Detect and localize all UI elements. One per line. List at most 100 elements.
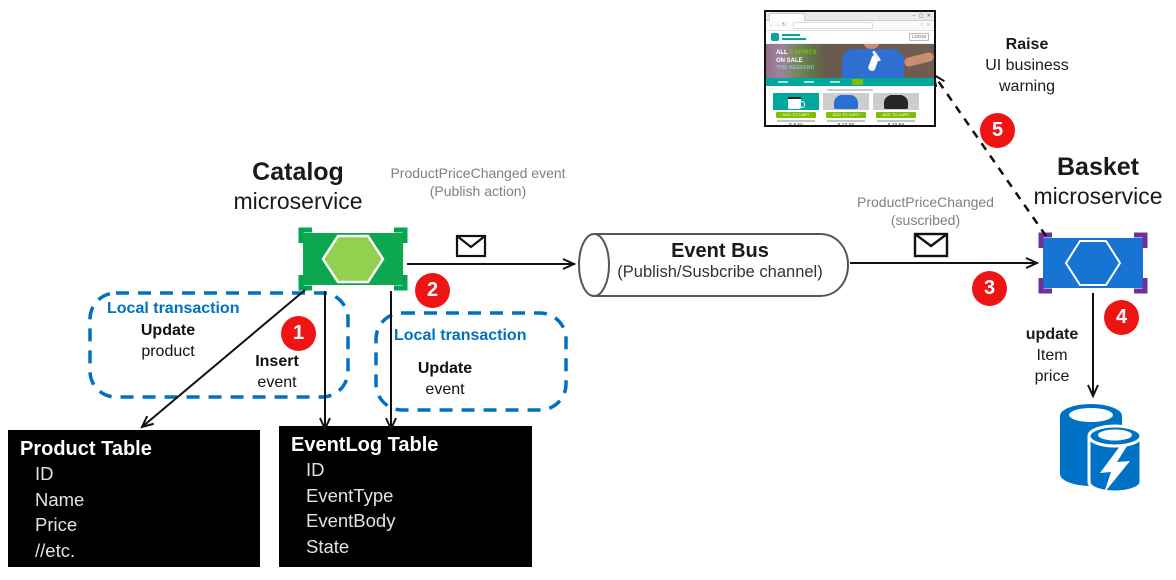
product-name-line bbox=[827, 119, 865, 122]
update-verb: Update bbox=[140, 322, 196, 339]
message-icon bbox=[455, 234, 487, 258]
update-object: product bbox=[141, 343, 195, 360]
table-row: Name bbox=[35, 488, 85, 510]
basket-title: Basket bbox=[1057, 153, 1139, 181]
lightning-bolt-icon bbox=[1100, 446, 1130, 493]
browser-menu-icons: ☆ ≡ bbox=[919, 22, 931, 28]
back-cylinder-opening bbox=[1069, 408, 1113, 422]
table-row: Price bbox=[35, 514, 78, 535]
table-row: //etc. bbox=[35, 539, 76, 561]
hero-arm-shape bbox=[903, 51, 934, 68]
catalog-container-icon bbox=[298, 227, 408, 291]
raise-line2: UI business bbox=[985, 57, 1069, 74]
bracket-corner bbox=[1038, 278, 1052, 294]
product-image-blue-hoodie bbox=[823, 93, 869, 110]
step-badge-4: 4 bbox=[1104, 300, 1139, 335]
basket-container-icon bbox=[1038, 232, 1148, 294]
login-button: LOGIN bbox=[908, 33, 929, 41]
update-price-line3: price bbox=[1034, 368, 1070, 385]
hero-banner: ALL T-SHIRTS ON SALE THIS WEEKEND bbox=[766, 44, 934, 78]
bracket-corner bbox=[298, 275, 312, 291]
basket-service-label: Basket microservice bbox=[1017, 153, 1176, 211]
publish-event-line1: ProductPriceChanged event bbox=[390, 165, 566, 181]
add-to-cart-button: ADD TO CART bbox=[776, 112, 816, 118]
front-cylinder-opening bbox=[1098, 429, 1132, 441]
hoodie-icon bbox=[884, 95, 908, 109]
subscribe-event-label: ProductPriceChanged (suscribed) bbox=[838, 193, 1013, 229]
product-price: $ 8.50 bbox=[789, 122, 803, 127]
store-filter bbox=[778, 81, 788, 83]
browser-tab-bar: – ▢ ✕ bbox=[766, 12, 934, 21]
store-logo-text-line bbox=[782, 34, 800, 36]
url-box bbox=[793, 22, 873, 29]
product-card: ADD TO CART $ 12.00 bbox=[823, 93, 869, 127]
hero-line2: ON SALE bbox=[776, 57, 803, 64]
subscribe-event-line1: ProductPriceChanged bbox=[857, 194, 994, 210]
step-badge-2: 2 bbox=[415, 273, 450, 308]
local-transaction-box-2 bbox=[374, 311, 568, 412]
bracket-corner bbox=[1038, 232, 1052, 248]
raise-line3: warning bbox=[998, 78, 1056, 95]
store-logo-text-line bbox=[782, 37, 806, 40]
product-price: $ 12.00 bbox=[837, 122, 855, 127]
basket-subtitle: microservice bbox=[1033, 183, 1163, 209]
hoodie-icon bbox=[834, 95, 858, 109]
local-transaction-1-title: Local transaction bbox=[107, 300, 240, 317]
event-bus-subtitle: (Publish/Susbcribe channel) bbox=[617, 263, 823, 281]
browser-address-bar: ← → ↻ ☆ ≡ bbox=[766, 21, 934, 31]
browser-nav-icons: ← → ↻ bbox=[769, 22, 786, 28]
eventlog-table-title: EventLog Table bbox=[291, 434, 439, 456]
update-object: event bbox=[425, 381, 465, 398]
cylinder-end bbox=[578, 233, 610, 297]
eventlog-table: EventLog Table ID EventType EventBody St… bbox=[279, 426, 532, 567]
local-transaction-box-1 bbox=[88, 291, 350, 399]
store-header: LOGIN bbox=[766, 31, 934, 44]
update-price-line1: update bbox=[1025, 326, 1079, 343]
product-price: $ 19.50 bbox=[887, 122, 905, 127]
event-bus-label: Event Bus (Publish/Susbcribe channel) bbox=[596, 241, 844, 283]
publish-event-line2: (Publish action) bbox=[429, 183, 527, 199]
insert-object: event bbox=[257, 374, 297, 391]
product-image-black-hoodie bbox=[873, 93, 919, 110]
store-filter-apply-button bbox=[852, 79, 863, 85]
add-to-cart-button: ADD TO CART bbox=[876, 112, 916, 118]
update-event-label: Update event bbox=[405, 358, 485, 400]
store-nav-bar bbox=[766, 78, 934, 86]
raise-line1: Raise bbox=[1005, 36, 1049, 53]
catalog-service-label: Catalog microservice bbox=[218, 158, 378, 216]
message-icon bbox=[913, 232, 949, 258]
results-meta-line bbox=[827, 89, 873, 91]
window-controls-icon: – ▢ ✕ bbox=[912, 13, 932, 19]
product-table-title: Product Table bbox=[20, 438, 152, 460]
cylinder-body bbox=[594, 233, 850, 297]
table-row: State bbox=[306, 535, 350, 557]
update-price-line2: Item bbox=[1036, 347, 1068, 364]
store-logo-icon bbox=[771, 32, 779, 41]
store-filter bbox=[804, 81, 814, 83]
redis-cache-icon bbox=[1060, 404, 1143, 494]
table-row: EventType bbox=[306, 484, 394, 506]
bracket-corner bbox=[298, 227, 312, 243]
catalog-subtitle: microservice bbox=[233, 188, 363, 214]
step-badge-1: 1 bbox=[281, 316, 316, 351]
bracket-corner bbox=[394, 275, 408, 291]
hero-text: ALL T-SHIRTS ON SALE THIS WEEKEND bbox=[776, 50, 817, 73]
add-to-cart-button: ADD TO CART bbox=[826, 112, 866, 118]
publish-event-label: ProductPriceChanged event (Publish actio… bbox=[378, 164, 578, 200]
product-table: Product Table ID Name Price //etc. bbox=[8, 430, 260, 567]
hero-line1b: T-SHIRTS bbox=[789, 50, 817, 56]
bracket-corner bbox=[394, 227, 408, 243]
store-product-grid: ADD TO CART $ 8.50 ADD TO CART $ 12.00 A… bbox=[766, 86, 934, 127]
update-verb: Update bbox=[417, 360, 473, 377]
local-transaction-2-title: Local transaction bbox=[394, 327, 527, 344]
store-screenshot: – ▢ ✕ ← → ↻ ☆ ≡ LOGIN ALL T-SHIRTS ON SA… bbox=[764, 10, 936, 127]
table-row: ID bbox=[306, 459, 325, 480]
container-body bbox=[1043, 238, 1143, 288]
subscribe-event-line2: (suscribed) bbox=[890, 212, 961, 228]
event-bus-title: Event Bus bbox=[671, 240, 769, 262]
table-row: EventBody bbox=[306, 510, 396, 531]
step-badge-5: 5 bbox=[980, 113, 1015, 148]
insert-event-label: Insert event bbox=[241, 351, 313, 393]
